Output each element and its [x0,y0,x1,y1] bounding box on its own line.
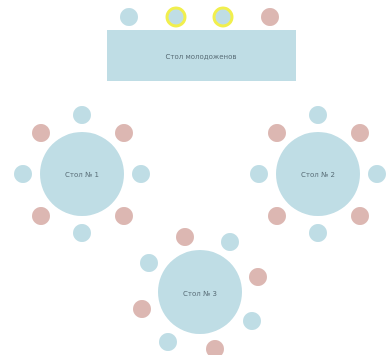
table-1-seat-7[interactable] [73,224,91,242]
head-seat-1[interactable] [120,8,138,26]
table-2-seat-7[interactable] [309,224,327,242]
table-1-seat-8[interactable] [14,165,32,183]
table-3-label: Стол № 3 [183,290,217,298]
table-2-seat-5[interactable] [351,207,369,225]
table-2-seat-6[interactable] [268,207,286,225]
table-1-seat-6[interactable] [32,207,50,225]
table-2-seat-3[interactable] [268,124,286,142]
table-2-seat-2[interactable] [351,124,369,142]
table-1-seat-1[interactable] [73,106,91,124]
table-3-seat-6[interactable] [133,300,151,318]
table-3-seat-1[interactable] [176,228,194,246]
head-table-label: Стол молодоженов [166,53,237,61]
table-1-group: Стол № 1 [14,106,150,242]
head-seat-4[interactable] [261,8,279,26]
table-2-seat-4[interactable] [368,165,386,183]
table-1-seat-5[interactable] [115,207,133,225]
table-3[interactable] [158,250,242,334]
table-1-label: Стол № 1 [65,171,99,179]
table-1-seat-3[interactable] [32,124,50,142]
table-3-seat-5[interactable] [243,312,261,330]
table-1-seat-2[interactable] [115,124,133,142]
table-3-seat-8[interactable] [206,340,224,355]
head-table[interactable] [107,30,296,81]
table-3-seat-3[interactable] [140,254,158,272]
table-2-seat-8[interactable] [250,165,268,183]
table-3-seat-2[interactable] [221,233,239,251]
table-3-seat-7[interactable] [159,333,177,351]
head-seat-3[interactable] [212,6,234,28]
table-1[interactable] [40,132,124,216]
table-2-label: Стол № 2 [301,171,335,179]
table-3-group: Стол № 3 [133,228,267,355]
head-table-group: Стол молодоженов [107,6,296,81]
table-2-group: Стол № 2 [250,106,386,242]
table-2[interactable] [276,132,360,216]
table-1-seat-4[interactable] [132,165,150,183]
table-3-seat-4[interactable] [249,268,267,286]
table-2-seat-1[interactable] [309,106,327,124]
head-seat-2[interactable] [165,6,187,28]
